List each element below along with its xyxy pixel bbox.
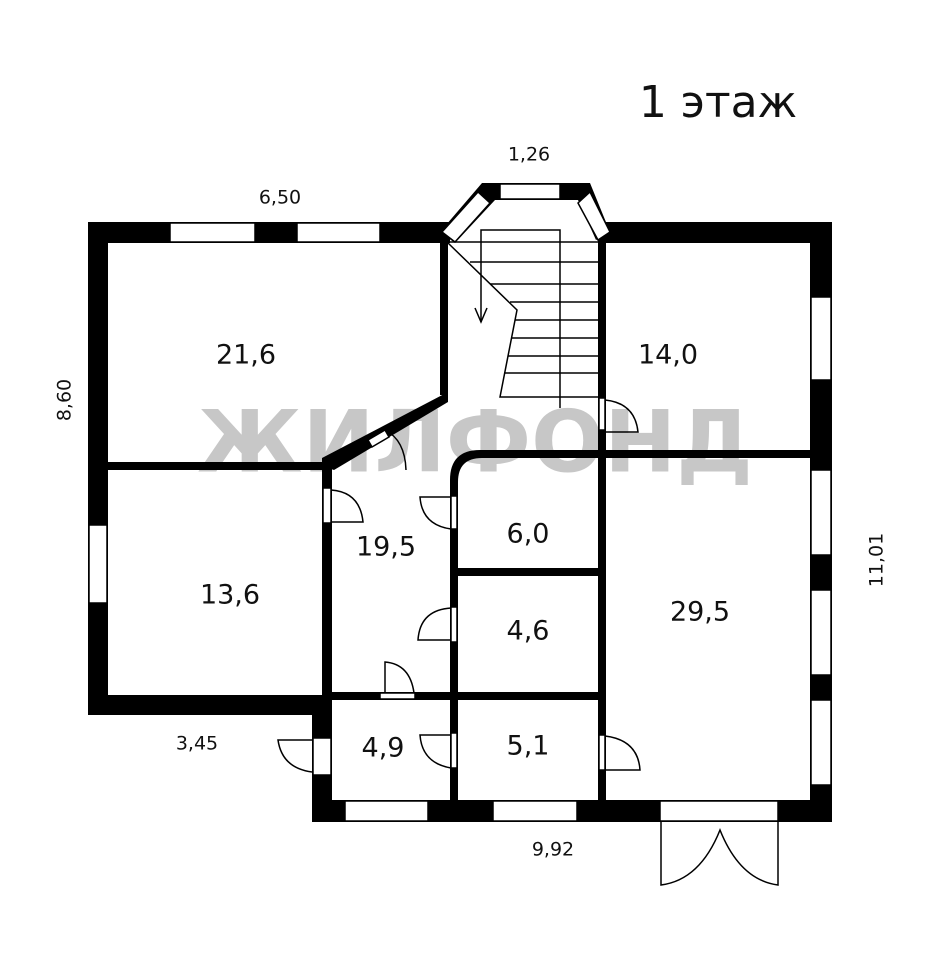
room-area: 21,6: [216, 340, 276, 371]
dimension-right: 11,01: [866, 533, 888, 587]
room-area: 4,9: [362, 733, 405, 764]
room-area: 14,0: [638, 340, 698, 371]
room-area: 5,1: [507, 731, 550, 762]
doors: [277, 397, 779, 886]
room-area: 29,5: [670, 597, 730, 628]
room-area: 13,6: [200, 580, 260, 611]
room-area: 6,0: [507, 519, 550, 550]
dimension-bottom-left: 3,45: [176, 733, 218, 755]
dimension-bottom: 9,92: [532, 839, 574, 861]
floor-title: 1 этаж: [639, 77, 797, 128]
dimension-bay: 1,26: [508, 144, 550, 166]
watermark: ЖИЛФОНД: [197, 392, 753, 492]
dimension-left: 8,60: [54, 379, 76, 421]
dimension-top-left: 6,50: [259, 187, 301, 209]
walls: [88, 183, 832, 822]
room-area: 4,6: [507, 616, 550, 647]
room-area: 19,5: [356, 532, 416, 563]
staircase: [447, 229, 598, 408]
windows: [88, 183, 832, 822]
